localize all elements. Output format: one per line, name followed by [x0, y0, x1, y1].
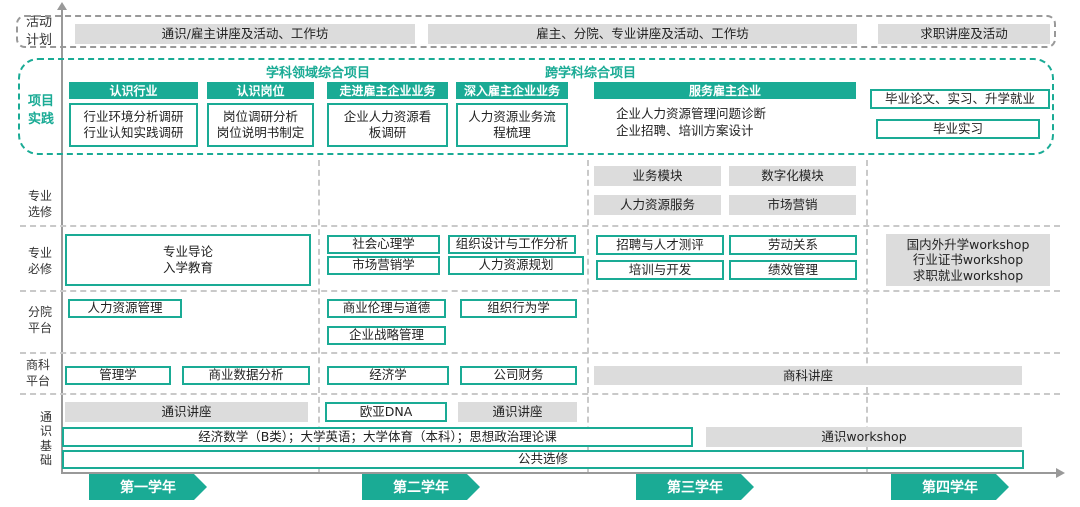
x-axis [61, 472, 1059, 474]
school-strategy: 企业战略管理 [327, 326, 446, 345]
elective-digital-module: 数字化模块 [729, 166, 856, 186]
x-axis-arrow [1056, 468, 1065, 478]
activity-col2: 雇主、分院、专业讲座及活动、工作坊 [428, 24, 857, 44]
divider-elective [20, 225, 1060, 227]
required-marketing: 市场营销学 [327, 256, 440, 275]
business-lecture: 商科讲座 [594, 366, 1022, 385]
card4-title: 深入雇主企业业务 [456, 82, 568, 99]
required-performance: 绩效管理 [729, 260, 857, 280]
year-2-marker: 第二学年 [362, 474, 480, 500]
divider-school [20, 352, 1060, 354]
cross-project-label: 跨学科综合项目 [545, 66, 637, 81]
year-3-marker: 第三学年 [636, 474, 754, 500]
card5-title: 服务雇主企业 [594, 82, 856, 99]
row-label-project: 项目 实践 [27, 94, 54, 127]
card3-body: 企业人力资源看 板调研 [327, 103, 448, 147]
card5-body: 企业人力资源管理问题诊断 企业招聘、培训方案设计 [616, 106, 767, 138]
divider-required [20, 290, 1060, 292]
general-lecture-y1: 通识讲座 [65, 402, 308, 422]
year4-project-2: 毕业实习 [876, 119, 1040, 139]
year4-project-1: 毕业论文、实习、升学就业 [870, 89, 1050, 109]
required-training: 培训与开发 [596, 260, 724, 280]
general-eurasia-dna: 欧亚DNA [325, 402, 447, 422]
divider-y2-y3 [587, 160, 589, 472]
row-label-required: 专业 必修 [27, 246, 52, 277]
business-economics: 经济学 [327, 366, 449, 385]
general-workshop: 通识workshop [706, 427, 1022, 447]
activity-col3: 求职讲座及活动 [878, 24, 1050, 44]
school-org-behavior: 组织行为学 [460, 299, 577, 318]
elective-marketing: 市场营销 [729, 195, 856, 215]
row-label-school: 分院 平台 [27, 305, 52, 336]
school-hr-management: 人力资源管理 [68, 299, 182, 318]
y-axis-arrow [57, 2, 67, 10]
card2-body: 岗位调研分析 岗位说明书制定 [207, 103, 314, 147]
card2-title: 认识岗位 [207, 82, 314, 99]
required-labor-relations: 劳动关系 [729, 235, 857, 255]
required-recruitment: 招聘与人才测评 [596, 235, 724, 255]
card4-body: 人力资源业务流 程梳理 [456, 103, 568, 147]
business-corporate-finance: 公司财务 [460, 366, 577, 385]
row-label-general: 通 识 基 础 [39, 410, 52, 468]
required-social-psychology: 社会心理学 [327, 235, 440, 254]
card1-body: 行业环境分析调研 行业认知实践调研 [69, 103, 198, 147]
school-business-ethics: 商业伦理与道德 [327, 299, 446, 318]
card1-title: 认识行业 [69, 82, 198, 99]
required-y4-workshops: 国内外升学workshop 行业证书workshop 求职就业workshop [886, 234, 1050, 286]
business-data-analysis: 商业数据分析 [182, 366, 310, 385]
row-label-elective: 专业 选修 [27, 189, 52, 220]
divider-y1-y2 [318, 160, 320, 472]
general-lecture-y2: 通识讲座 [458, 402, 577, 422]
year-4-marker: 第四学年 [891, 474, 1009, 500]
card3-title: 走进雇主企业业务 [327, 82, 448, 99]
row-label-business: 商科 平台 [25, 358, 50, 389]
divider-business [20, 393, 1060, 395]
subject-project-label: 学科领域综合项目 [266, 66, 371, 81]
general-public-electives: 公共选修 [62, 450, 1024, 469]
divider-y3-y4 [866, 160, 868, 472]
row-label-activity: 活动 计划 [25, 15, 52, 48]
elective-business-module: 业务模块 [594, 166, 721, 186]
activity-col1: 通识/雇主讲座及活动、工作坊 [75, 24, 415, 44]
required-org-design: 组织设计与工作分析 [448, 235, 576, 254]
business-management: 管理学 [65, 366, 171, 385]
general-core-courses: 经济数学（B类）；大学英语；大学体育（本科）；思想政治理论课 [62, 427, 693, 447]
activity-plan-frame [16, 15, 1056, 48]
elective-hr-service: 人力资源服务 [594, 195, 721, 215]
project-practice-frame [18, 58, 1054, 155]
year-1-marker: 第一学年 [89, 474, 207, 500]
required-hr-planning: 人力资源规划 [448, 256, 584, 275]
required-y1-intro: 专业导论 入学教育 [65, 234, 311, 286]
y-axis [61, 6, 63, 474]
